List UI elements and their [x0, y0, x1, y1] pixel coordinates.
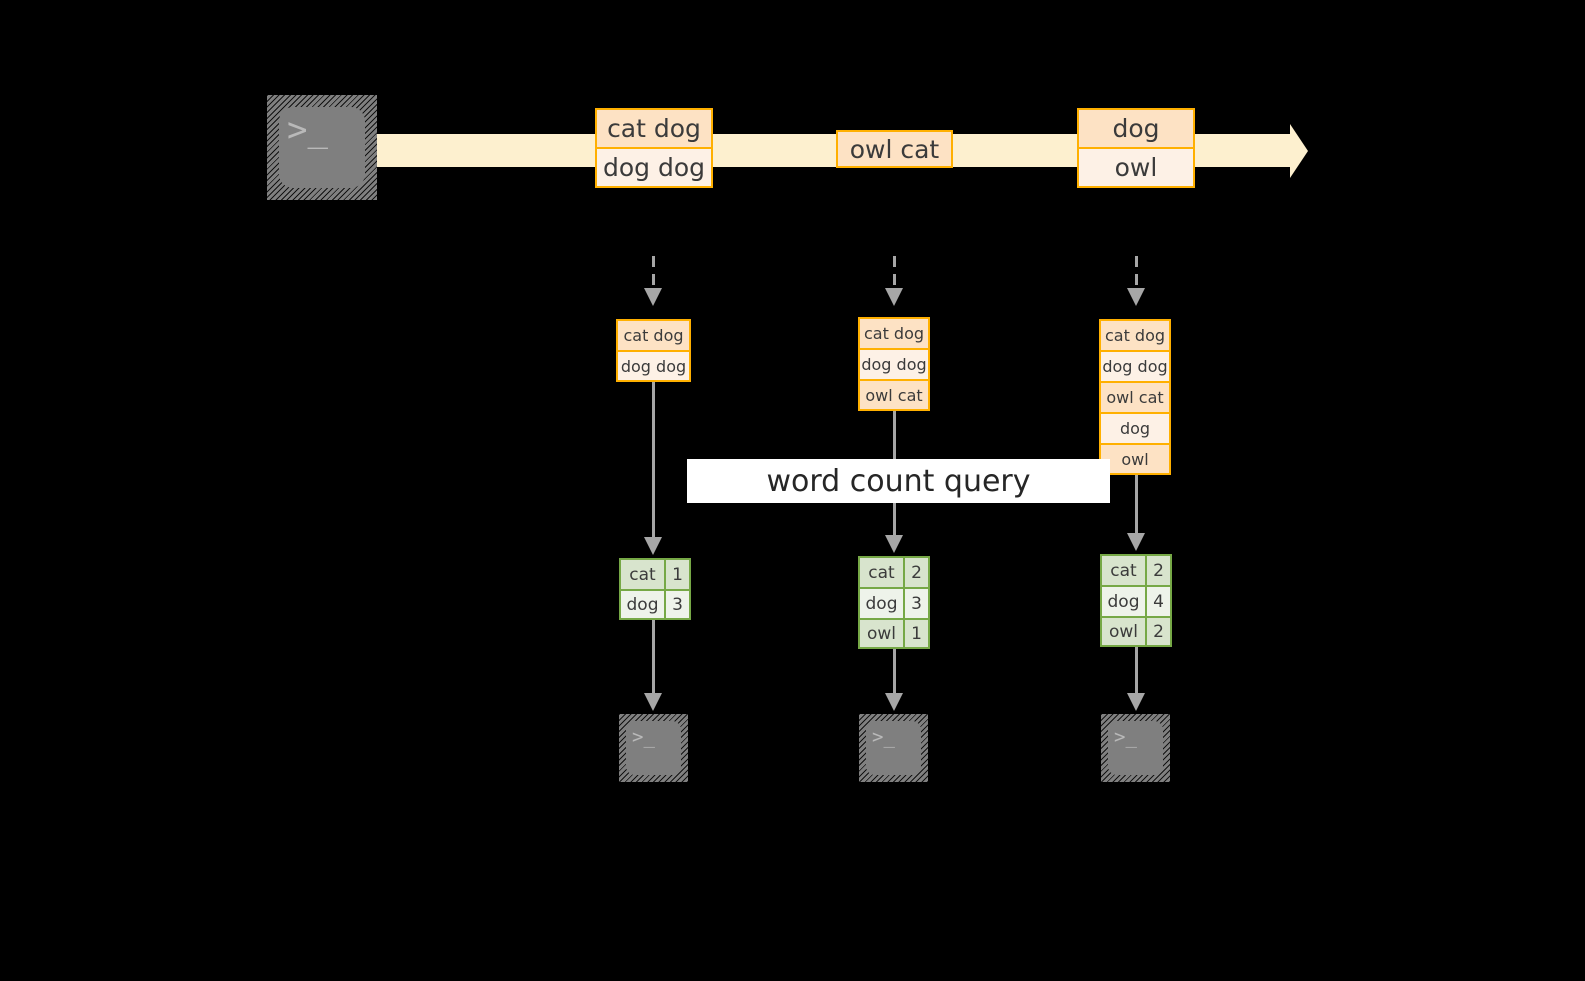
terminal-screen: [626, 721, 681, 775]
stack-line: cat dog: [860, 319, 928, 350]
terminal-prompt-glyph: >_: [287, 110, 328, 150]
table-row: cat 1: [621, 560, 689, 591]
sink-flow-arrowhead-1: [644, 693, 662, 711]
sink-flow-arrowhead-3: [1127, 693, 1145, 711]
stack-line: dog dog: [860, 350, 928, 381]
result-word: cat: [621, 560, 666, 589]
stack-line: cat dog: [1101, 321, 1169, 352]
table-row: cat 2: [860, 558, 928, 589]
sink-flow-line-3: [1135, 647, 1138, 693]
snapshot-flow-line-3: [1135, 475, 1138, 533]
result-count: 3: [666, 591, 689, 618]
result-word: owl: [1102, 618, 1147, 645]
stream-record-3[interactable]: dog owl: [1077, 108, 1195, 188]
snapshot-flow-arrowhead-1: [644, 537, 662, 555]
snapshot-tap-line-2: [893, 256, 896, 290]
terminal-prompt-glyph: >_: [632, 726, 655, 748]
snapshot-tap-line-1: [652, 256, 655, 290]
result-count: 2: [1147, 618, 1170, 645]
record-line: dog: [1079, 110, 1193, 149]
record-line: owl: [1079, 149, 1193, 186]
table-row: cat 2: [1102, 556, 1170, 587]
record-line: dog dog: [597, 149, 711, 186]
result-count: 3: [905, 589, 928, 618]
source-terminal-icon[interactable]: >_: [267, 95, 377, 200]
result-table-1[interactable]: cat 1 dog 3: [619, 558, 691, 620]
snapshot-flow-arrowhead-2: [885, 535, 903, 553]
sink-terminal-icon-3[interactable]: >_: [1101, 714, 1170, 782]
terminal-screen: [1108, 721, 1163, 775]
sink-flow-arrowhead-2: [885, 693, 903, 711]
result-count: 1: [666, 560, 689, 589]
table-row: dog 3: [860, 589, 928, 620]
snapshot-flow-arrowhead-3: [1127, 533, 1145, 551]
terminal-screen: [866, 721, 921, 775]
terminal-prompt-glyph: >_: [1114, 726, 1137, 748]
snapshot-tap-arrowhead-3: [1127, 288, 1145, 306]
table-row: dog 3: [621, 591, 689, 618]
result-table-3[interactable]: cat 2 dog 4 owl 2: [1100, 554, 1172, 647]
snapshot-flow-line-1: [652, 382, 655, 537]
result-word: owl: [860, 620, 905, 647]
result-word: dog: [860, 589, 905, 618]
sink-flow-line-1: [652, 620, 655, 693]
table-row: owl 2: [1102, 618, 1170, 645]
snapshot-input-stack-3[interactable]: cat dog dog dog owl cat dog owl: [1099, 319, 1171, 475]
stack-line: dog: [1101, 414, 1169, 445]
result-word: cat: [1102, 556, 1147, 585]
stack-line: cat dog: [618, 321, 689, 352]
stack-line: owl: [1101, 445, 1169, 473]
record-line: cat dog: [597, 110, 711, 149]
snapshot-tap-arrowhead-1: [644, 288, 662, 306]
result-count: 1: [905, 620, 928, 647]
sink-terminal-icon-2[interactable]: >_: [859, 714, 928, 782]
sink-flow-line-2: [893, 649, 896, 693]
stack-line: owl cat: [1101, 383, 1169, 414]
stream-arrowhead: [1290, 124, 1308, 178]
result-table-2[interactable]: cat 2 dog 3 owl 1: [858, 556, 930, 649]
stack-line: dog dog: [1101, 352, 1169, 383]
result-word: cat: [860, 558, 905, 587]
result-count: 2: [1147, 556, 1170, 585]
stack-line: dog dog: [618, 352, 689, 380]
table-row: dog 4: [1102, 587, 1170, 618]
result-word: dog: [1102, 587, 1147, 616]
snapshot-tap-line-3: [1135, 256, 1138, 290]
table-row: owl 1: [860, 620, 928, 647]
snapshot-tap-arrowhead-2: [885, 288, 903, 306]
sink-terminal-icon-1[interactable]: >_: [619, 714, 688, 782]
query-label: word count query: [687, 459, 1110, 503]
record-line: owl cat: [838, 132, 951, 166]
result-word: dog: [621, 591, 666, 618]
terminal-prompt-glyph: >_: [872, 726, 895, 748]
terminal-screen: [279, 107, 365, 188]
result-count: 2: [905, 558, 928, 587]
stream-record-1[interactable]: cat dog dog dog: [595, 108, 713, 188]
snapshot-input-stack-2[interactable]: cat dog dog dog owl cat: [858, 317, 930, 411]
stream-record-2[interactable]: owl cat: [836, 130, 953, 168]
result-count: 4: [1147, 587, 1170, 616]
stack-line: owl cat: [860, 381, 928, 409]
snapshot-input-stack-1[interactable]: cat dog dog dog: [616, 319, 691, 382]
